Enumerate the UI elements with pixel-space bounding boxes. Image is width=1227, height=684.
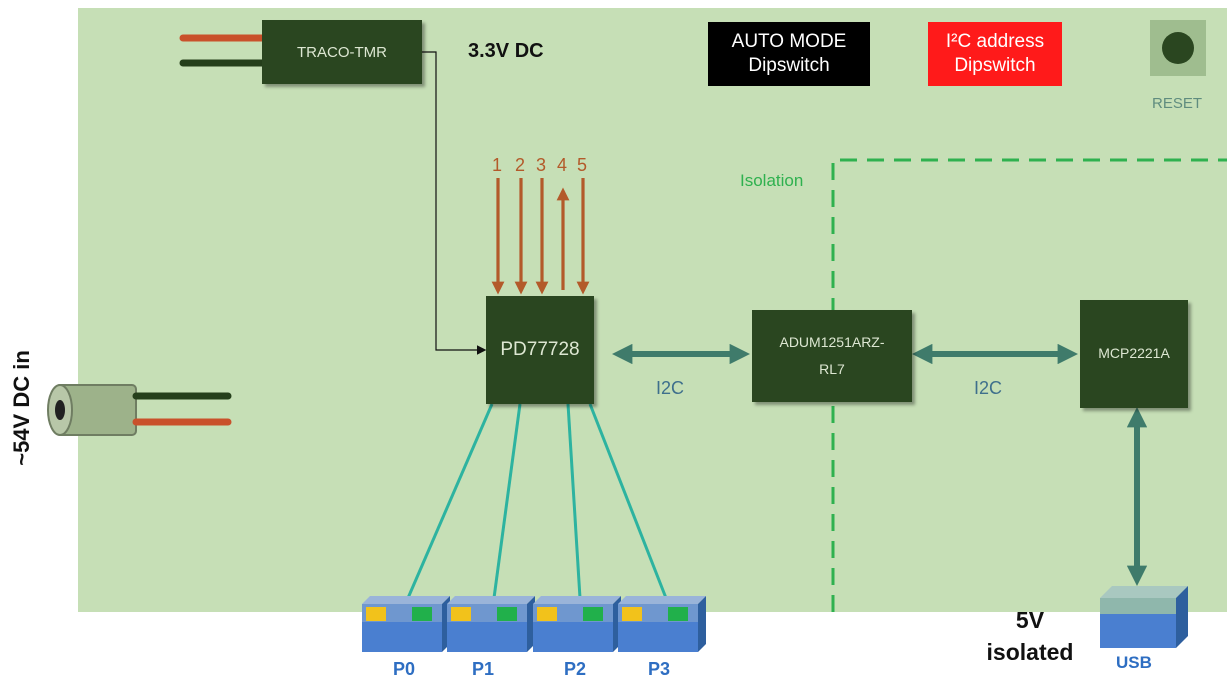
mcp2221a-chip: MCP2221A — [1080, 300, 1188, 408]
pin-number-5: 5 — [577, 155, 588, 175]
supply-3v3-label: 3.3V DC — [468, 40, 544, 62]
traco-tmr-label: TRACO-TMR — [297, 43, 387, 61]
i2c-address-dipswitch-label: I²C address Dipswitch — [945, 31, 1045, 76]
i2c-left-label: I2C — [656, 378, 685, 398]
reset-label: RESET — [1152, 95, 1203, 112]
pd77728-label: PD77728 — [500, 338, 580, 360]
i2c-right-label: I2C — [974, 378, 1003, 398]
reset-button-icon — [1150, 20, 1206, 76]
port-label-p1: P1 — [472, 659, 495, 679]
auto-mode-dipswitch: AUTO MODE Dipswitch — [708, 22, 870, 86]
dc-jack-icon — [47, 384, 232, 436]
port-line-p0 — [406, 403, 494, 599]
port-line-p1 — [492, 403, 522, 599]
isolated-5v-label: 5V isolated — [986, 607, 1074, 666]
traco-tmr-chip: TRACO-TMR — [262, 20, 422, 84]
port-label-usb: USB — [1116, 653, 1152, 672]
i2c-address-dipswitch: I²C address Dipswitch — [928, 22, 1062, 86]
pin-number-4: 4 — [557, 155, 568, 175]
port-label-p3: P3 — [648, 659, 671, 679]
port-label-p0: P0 — [393, 659, 416, 679]
port-p1-icon — [447, 596, 535, 652]
port-label-p2: P2 — [564, 659, 587, 679]
mcp2221a-label: MCP2221A — [1098, 345, 1170, 362]
dc-in-label: ~54V DC in — [8, 350, 34, 466]
pin-number-2: 2 — [515, 155, 526, 175]
isolation-label: Isolation — [740, 171, 804, 190]
supply-3v3-line — [422, 51, 487, 355]
adum1251-chip: ADUM1251ARZ- RL7 — [752, 310, 912, 402]
port-line-p2 — [566, 403, 582, 599]
pcb-board — [78, 8, 1227, 612]
port-p3-icon — [618, 596, 706, 652]
pd77728-chip: PD77728 — [486, 296, 594, 404]
port-p0-icon — [362, 596, 450, 652]
pin-number-3: 3 — [536, 155, 547, 175]
usb-connector-icon — [1100, 586, 1188, 648]
pin-number-1: 1 — [492, 155, 503, 175]
auto-mode-dipswitch-label: AUTO MODE Dipswitch — [731, 31, 847, 76]
port-line-p3 — [588, 403, 668, 599]
port-p2-icon — [533, 596, 621, 652]
adum1251-label: ADUM1251ARZ- RL7 — [779, 334, 885, 377]
isolation-boundary — [831, 158, 1227, 612]
